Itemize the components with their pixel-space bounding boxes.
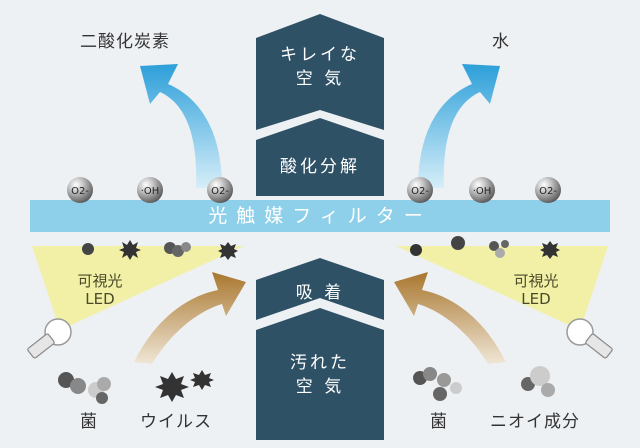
adsorb-arrow [256,258,384,320]
bacteria-label-right: 菌 [430,412,448,432]
bacteria-label-left: 菌 [80,412,98,432]
filter-label: 光触媒フィルター [208,205,432,227]
clean-air-label: キレイな 空 気 [280,45,360,89]
svg-text:O2-: O2- [211,186,229,197]
bacteria-cluster-left [58,372,111,404]
hydroxyl-radical: ·OH [137,177,163,203]
water-label: 水 [492,32,510,52]
adsorb-label: 吸 着 [295,283,345,303]
virus-cluster [155,370,214,402]
decompose-label: 酸化分解 [280,157,360,177]
svg-text:O2-: O2- [71,186,89,197]
adsorb-arrow-left [134,272,246,364]
clean-air-arrow [256,14,384,130]
decompose-arrow [256,118,384,196]
superoxide-ion: O2- [67,177,93,203]
odor-label: ニオイ成分 [490,412,580,432]
bacteria-cluster-right [413,367,462,401]
co2-label: 二酸化炭素 [80,32,170,52]
dirty-air-label: 汚れた 空 気 [290,353,350,397]
photocatalyst-filter [30,200,610,232]
hydroxyl-radical: ·OH [469,177,495,203]
light-beam-right [396,246,608,330]
superoxide-ion: O2- [207,177,233,203]
visible-light-led-label-right: 可視光 LED [513,272,559,308]
visible-light-led-label-left: 可視光 LED [77,272,123,308]
svg-text:O2-: O2- [411,186,429,197]
virus-label: ウイルス [140,412,212,432]
superoxide-ion: O2- [407,177,433,203]
led-lamp-left [27,318,72,359]
svg-text:·OH: ·OH [473,186,492,197]
co2-release-arrow [140,64,222,188]
adsorbed-particles-left [82,240,238,260]
svg-text:O2-: O2- [539,186,557,197]
light-beam-left [32,246,244,330]
superoxide-ion: O2- [535,177,561,203]
water-release-arrow [418,64,500,188]
dirty-air-arrow [256,308,384,440]
led-lamp-right [566,318,613,359]
svg-text:·OH: ·OH [141,186,160,197]
odor-cluster [521,366,555,397]
adsorb-arrow-right [394,272,506,364]
adsorbed-particles-right [410,236,560,259]
